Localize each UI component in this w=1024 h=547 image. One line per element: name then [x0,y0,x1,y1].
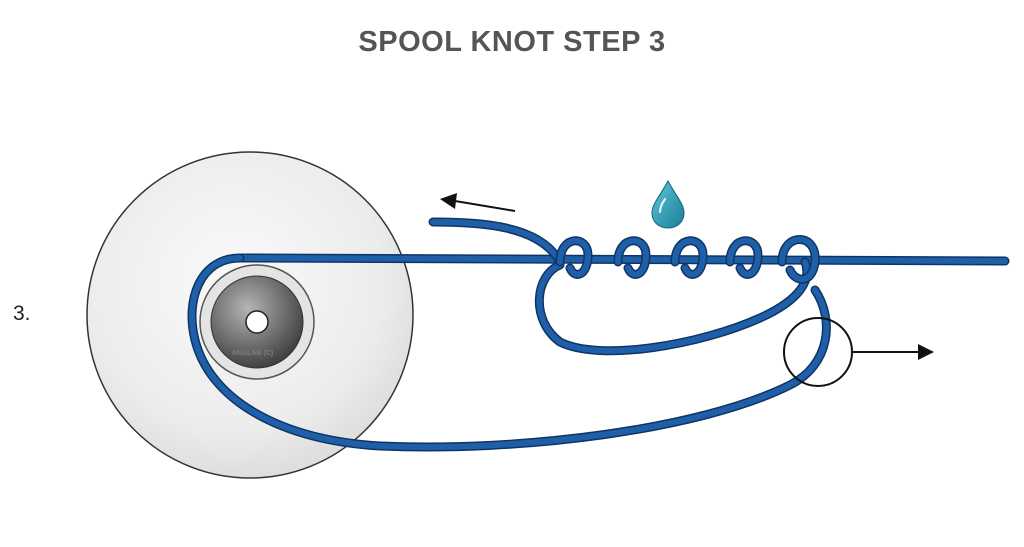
watermark-text: ANALAB (C) [232,350,273,357]
diagram-title: SPOOL KNOT STEP 3 [358,26,666,58]
fishing-line [187,217,1010,452]
tag-end [430,219,563,265]
arrow-right-icon [852,344,934,360]
water-drop-icon [651,179,685,229]
step-number-label: 3. [13,302,31,325]
inner-loop [536,259,810,354]
spool: ANALAB (C) [86,151,414,479]
knot-wraps [555,235,820,284]
arrow-left-icon [440,193,516,212]
spool-center-hole [245,310,269,334]
spool-wrap [189,255,830,450]
